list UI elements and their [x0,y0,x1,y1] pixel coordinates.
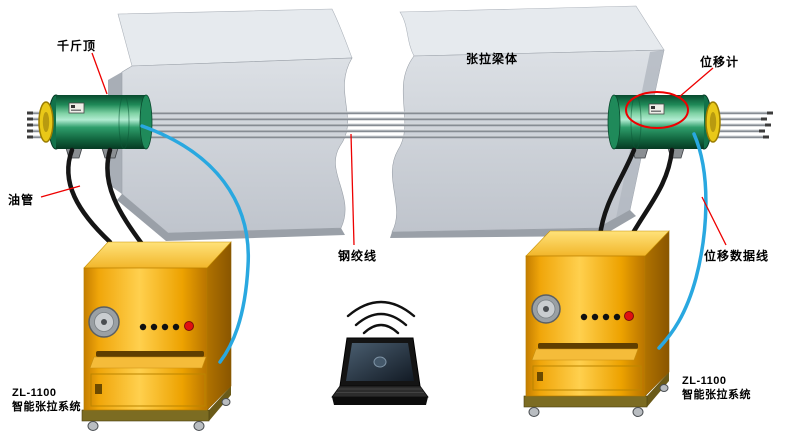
cabinet-door-seam [532,365,642,391]
cabinet-door-latch [537,372,543,381]
cabinet-front-face [525,255,646,397]
right-beam-front-face [391,49,665,233]
right-oil-pipe [627,147,675,241]
left-jack [38,94,153,159]
cabinet-slot [96,351,204,357]
displacement-meter-highlight-ellipse [625,91,689,129]
data-line-leader-line [701,196,727,246]
steel-strand-label: 钢绞线 [338,249,378,263]
displacement-meter-label: 位移计 [700,55,740,69]
cabinet-slot-tray [89,356,207,369]
panel-button [161,323,169,331]
panel-button [602,313,610,321]
data-line-label: 位移数据线 [704,249,770,263]
system-label-right: ZL-1100 智能张拉系统 [682,374,751,403]
emergency-stop-button [624,311,634,321]
cabinet-front-face [83,267,208,411]
annotation-leader-lines [40,52,727,246]
left-data-cable [140,124,251,364]
left-oil-pipe [66,147,113,245]
panel-button [580,313,588,321]
cabinet-base-side [209,386,231,421]
right-oil-pipe [597,147,637,239]
jack-end-cap [139,94,153,150]
pressure-gauge-hub [543,306,549,312]
wifi-icon [346,300,416,335]
cabinet-door-seam [90,373,206,407]
jack-seam [118,95,130,149]
oil-pipe-label: 油管 [8,193,35,207]
caster-wheel [193,421,205,431]
caster-wheel [528,407,540,417]
oil-pipes [66,147,675,247]
left-beam-bottom-shadow [117,194,345,241]
left-beam-block [108,8,353,241]
laptop-keyboard-deck [331,385,429,398]
left-pump-cabinet [81,241,232,431]
right-pump-cabinet [523,230,670,417]
caster-wheel [221,398,231,406]
cabinet-base [523,395,648,408]
system-model: ZL-1100 [12,387,57,399]
panel-button [172,323,180,331]
panel-button [613,313,621,321]
left-beam-front-face [121,57,353,234]
panel-button [150,323,158,331]
laptop-keyboard-rows [336,388,424,393]
system-label-left: ZL-1100 智能张拉系统 [12,386,81,415]
panel-button [139,323,147,331]
data-cables [140,124,708,364]
cabinet-base-side [647,372,669,407]
system-name: 智能张拉系统 [682,389,751,402]
right-beam-top-face [399,5,665,57]
cabinet-top-face [83,241,232,269]
emergency-stop-button [184,321,194,331]
cabinet-side-face [644,230,670,397]
caster-wheel [659,384,669,392]
pressure-gauge-hub [101,319,107,325]
system-name: 智能张拉系统 [12,401,81,414]
displacement-meter-chip [648,103,665,115]
right-data-cable [657,132,708,350]
jack-seam [630,95,642,149]
cabinet-side-face [206,241,232,411]
laptop [331,337,429,405]
cabinet-slot [538,343,638,349]
caster-wheel [87,421,99,431]
displacement-meter-leader-line [677,67,714,99]
oil-pipe-leader-line [40,185,81,198]
beam-body-label: 张拉梁体 [466,52,519,66]
jack-end-cap [607,94,621,150]
left-jack-sensor-chip [68,102,85,114]
jack-label: 千斤顶 [57,39,97,53]
laptop-logo [373,356,387,368]
jack-anchor-ring-hub [42,112,50,132]
right-jack [607,94,721,159]
system-model: ZL-1100 [682,375,727,387]
cabinet-slot-tray [531,348,639,361]
cabinet-base [81,409,210,422]
left-beam-top-face [117,8,353,67]
jack-anchor-ring-hub [709,112,717,132]
left-oil-pipe [105,147,145,247]
cabinet-door-latch [95,384,102,394]
caster-wheel [632,407,644,417]
jack-leader-line [91,52,108,95]
panel-button [591,313,599,321]
steel-strand-leader-line [350,133,355,246]
laptop-front-edge [332,397,428,405]
cabinet-top-face [525,230,670,257]
